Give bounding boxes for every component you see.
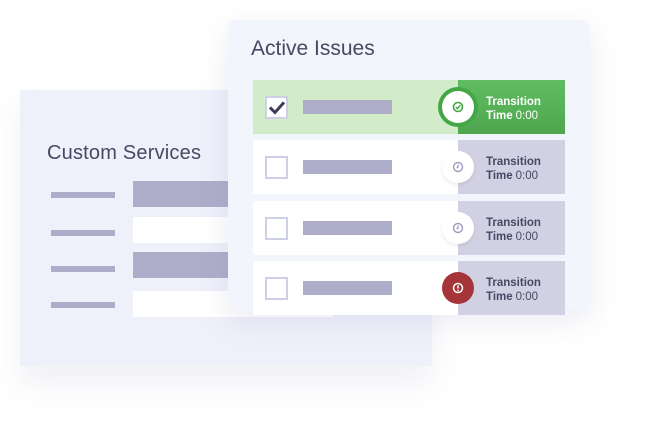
issue-checkbox[interactable] — [265, 96, 288, 119]
service-label-placeholder — [51, 302, 115, 308]
checkmark-icon — [268, 100, 285, 115]
status-badge — [442, 151, 474, 183]
custom-services-title: Custom Services — [47, 142, 202, 164]
issue-checkbox[interactable] — [265, 277, 288, 300]
status-badge — [442, 212, 474, 244]
issue-checkbox[interactable] — [265, 217, 288, 240]
transition-time-value: 0:00 — [515, 170, 539, 182]
service-label-placeholder — [51, 266, 115, 272]
service-label-placeholder — [51, 230, 115, 236]
check-circle-icon — [452, 101, 464, 113]
active-issues-title: Active Issues — [251, 37, 375, 60]
clock-circle-icon — [452, 161, 464, 173]
transition-time-value: 0:00 — [515, 291, 539, 303]
status-badge — [442, 272, 474, 304]
issue-checkbox[interactable] — [265, 156, 288, 179]
service-label-placeholder — [51, 192, 115, 198]
transition-time-value: 0:00 — [515, 110, 539, 122]
status-badge — [442, 91, 474, 123]
issue-title-placeholder — [303, 281, 392, 295]
alert-circle-icon — [452, 282, 464, 294]
clock-circle-icon — [452, 222, 464, 234]
issue-title-placeholder — [303, 160, 392, 174]
issue-title-placeholder — [303, 100, 392, 114]
issue-title-placeholder — [303, 221, 392, 235]
transition-time-value: 0:00 — [515, 231, 539, 243]
